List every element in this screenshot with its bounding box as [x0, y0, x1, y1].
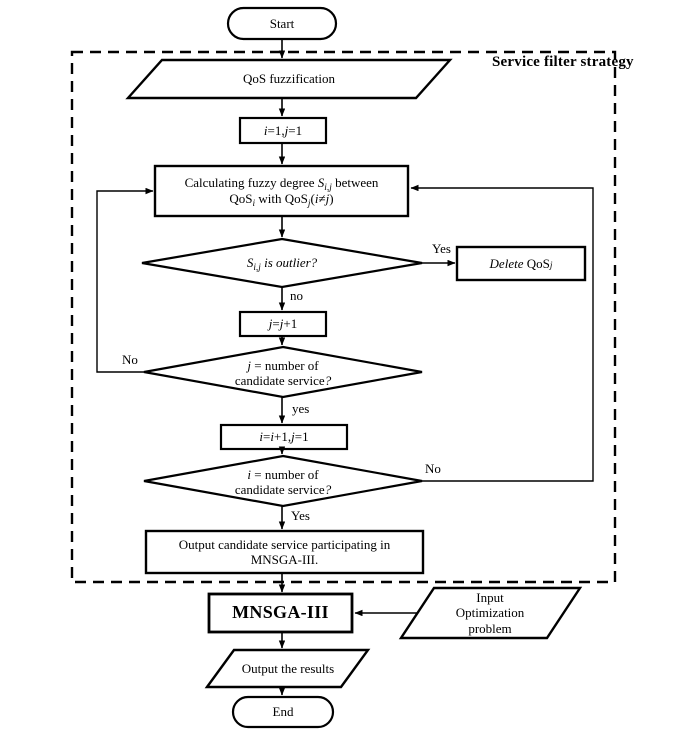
shape-qos-fuzzification — [125, 58, 453, 100]
shape-input-optimization — [398, 586, 583, 640]
edge-label-outlier-yes: Yes — [432, 241, 451, 256]
shape-start — [226, 6, 338, 41]
shape-check-j-decision — [143, 345, 423, 399]
shape-output-results — [204, 648, 371, 689]
shape-calculating — [153, 164, 410, 218]
shape-delete-qos — [455, 245, 587, 282]
shape-outlier-decision — [141, 237, 423, 289]
shape-mnsga — [207, 592, 354, 634]
group-box-title: Service filter strategy — [492, 54, 634, 70]
edge-label-checki-yes: Yes — [291, 508, 310, 523]
shape-increment-i — [219, 423, 349, 451]
shape-check-i-decision — [143, 454, 423, 508]
edge-label-checkj-no: No — [122, 352, 138, 367]
edge-checkj-no-loop — [96, 187, 154, 373]
shape-increment-j — [238, 310, 328, 338]
edge-label-outlier-no: no — [290, 288, 303, 303]
edge-checki-no-loop — [410, 184, 594, 482]
edge-label-checkj-yes: yes — [292, 401, 310, 416]
group-box-service-filter-strategy — [70, 50, 617, 584]
edge-label-checki-no: No — [425, 461, 441, 476]
shape-init — [238, 116, 328, 145]
shape-output-candidate — [144, 529, 425, 575]
shape-end — [231, 695, 335, 729]
